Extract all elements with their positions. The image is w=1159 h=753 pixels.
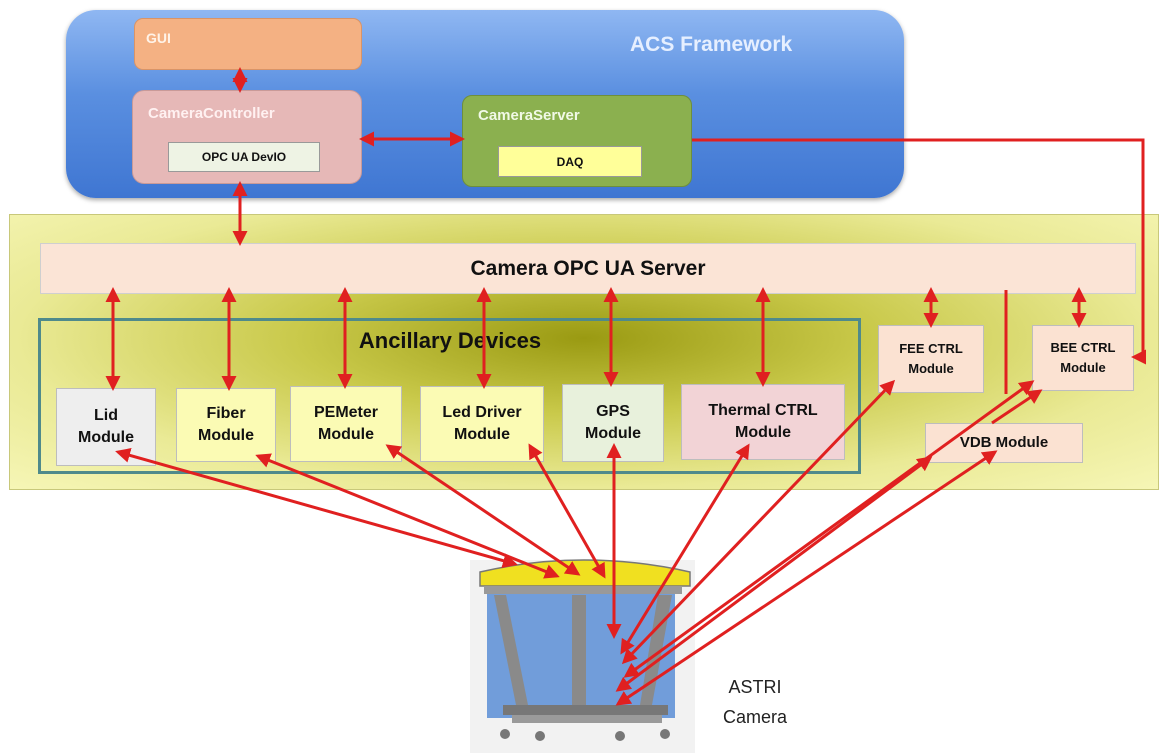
- gui-label: GUI: [146, 30, 171, 46]
- camera-line2: Camera: [722, 707, 788, 727]
- acs-framework-title: ACS Framework: [630, 33, 793, 56]
- module-line2: Module: [318, 426, 374, 443]
- ancillary-devices-title: Ancillary Devices: [358, 328, 542, 353]
- module-line2: Module: [453, 426, 510, 443]
- bee-ctrl-module-box: BEE CTRL Module: [1032, 325, 1134, 391]
- camera-opc-ua-server-box: Camera OPC UA Server: [40, 243, 1136, 294]
- connection-arrows: [105, 67, 1146, 706]
- module-line1: PEMeter: [313, 404, 379, 421]
- gui-box: [134, 18, 362, 70]
- astri-camera-label: ASTRI Camera: [720, 672, 790, 732]
- module-line2: Module: [198, 427, 254, 444]
- module-line2: Module: [78, 429, 134, 446]
- module-line1: BEE CTRL: [1050, 340, 1116, 355]
- camera-line1: ASTRI: [728, 677, 782, 697]
- module-line1: Led Driver: [442, 404, 522, 421]
- daq-box: DAQ: [498, 146, 642, 177]
- module-line2: Module: [1060, 360, 1106, 375]
- camera-controller-label: CameraController: [148, 105, 275, 122]
- module-line1: GPS: [596, 403, 630, 420]
- module-line1: Fiber: [206, 405, 246, 422]
- camera-server-label: CameraServer: [478, 107, 580, 124]
- module-line1: Lid: [94, 407, 118, 424]
- opc-ua-devio-box: OPC UA DevIO: [168, 142, 320, 172]
- module-line1: FEE CTRL: [899, 341, 963, 356]
- module-line2: Module: [908, 361, 954, 376]
